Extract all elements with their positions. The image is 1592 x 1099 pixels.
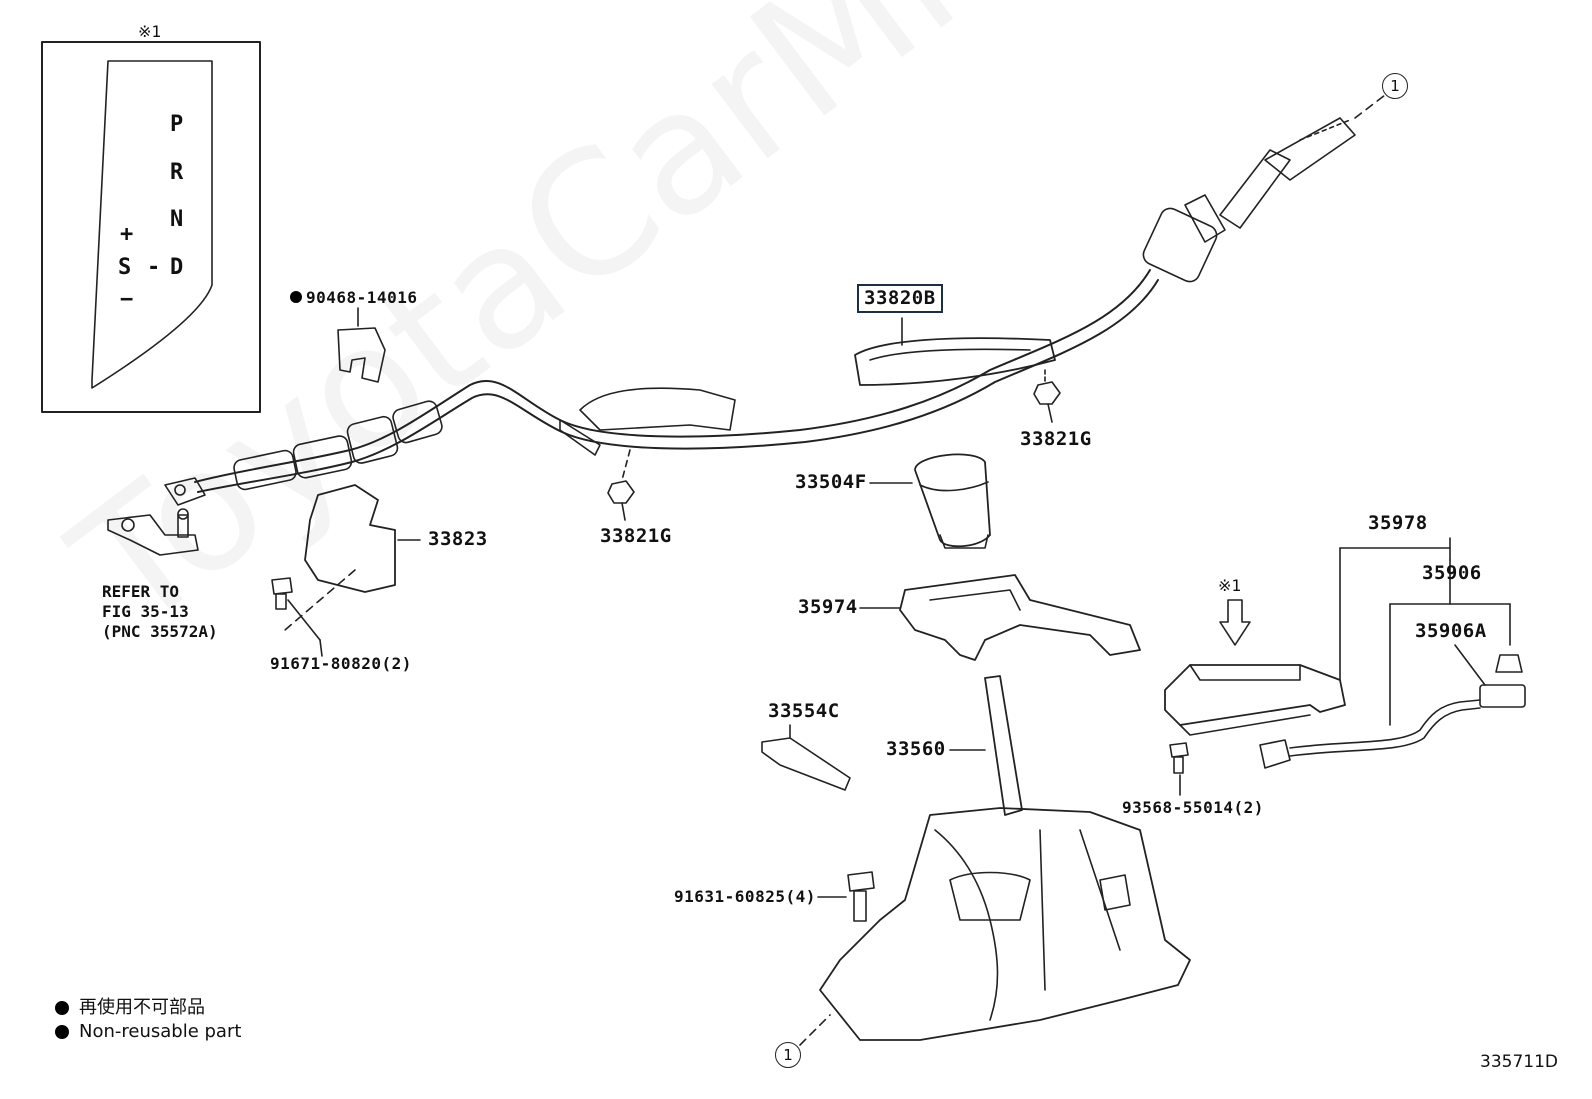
label-91671-80820: 91671-80820(2) [270, 654, 412, 673]
gate-letter-r: R [170, 160, 184, 185]
ref-line-bottom [799, 1014, 831, 1046]
part-33554c [761, 724, 851, 791]
label-35978: 35978 [1368, 512, 1428, 534]
controller-35978 [1164, 537, 1451, 736]
gate-letter-n: N [170, 207, 184, 232]
label-33821g-top: 33821G [1020, 428, 1092, 450]
non-reusable-dot-icon [290, 290, 302, 303]
label-33820b: 33820B [857, 284, 943, 313]
inset-note-mark: ※1 [138, 22, 162, 41]
gate-letter-s: S [118, 255, 132, 280]
screw-93568 [1169, 742, 1189, 796]
label-93568-55014: 93568-55014(2) [1122, 798, 1264, 817]
shifter-assembly-33560 [819, 675, 1191, 1041]
legend-row-english: Non-reusable part [55, 1020, 241, 1044]
bezel-35974 [859, 574, 1141, 661]
label-33560: 33560 [886, 738, 946, 760]
shift-gate-plate [91, 60, 213, 389]
screw-91671 [271, 577, 323, 657]
wire-harness-35906 [1259, 559, 1526, 769]
cover-33823 [304, 484, 396, 593]
bolt-91631 [817, 871, 875, 922]
non-reusable-dot-icon [55, 1025, 69, 1039]
gate-letter-d: D [170, 255, 184, 280]
shift-knob-33504f [869, 453, 991, 549]
legend-text-english: Non-reusable part [79, 1021, 242, 1042]
gate-letter-p: P [170, 112, 184, 137]
label-35974: 35974 [798, 596, 858, 618]
legend-text-japanese: 再使用不可部品 [79, 997, 205, 1018]
note-mark-controller: ※1 [1218, 576, 1242, 595]
label-35906a: 35906A [1415, 620, 1487, 642]
clip-90468 [337, 327, 386, 383]
circle-ref-top: 1 [1382, 73, 1408, 99]
label-33554c: 33554C [768, 700, 840, 722]
circle-ref-bottom: 1 [775, 1042, 801, 1068]
non-reusable-dot-icon [55, 1001, 69, 1015]
shift-cable [164, 94, 1386, 506]
gate-plus: + [120, 222, 134, 247]
gate-minus: − [120, 287, 134, 312]
label-33504f: 33504F [795, 471, 867, 493]
label-33823: 33823 [428, 528, 488, 550]
cable-bracket [107, 508, 199, 556]
legend-row-japanese: 再使用不可部品 [55, 996, 241, 1020]
gate-dash: - [147, 255, 161, 280]
refer-to-fig-note: REFER TO FIG 35-13 (PNC 35572A) [102, 582, 218, 641]
label-90468-14016: 90468-14016 [290, 290, 417, 306]
nut-33821g-mid [607, 449, 635, 521]
figure-id: 335711D [1480, 1052, 1558, 1072]
label-33821g-mid: 33821G [600, 525, 672, 547]
legend: 再使用不可部品 Non-reusable part [55, 996, 241, 1044]
arrow-down-icon [1219, 599, 1251, 646]
label-91631-60825: 91631-60825(4) [674, 887, 816, 906]
nut-33821g-top [1033, 369, 1061, 423]
label-35906: 35906 [1422, 562, 1482, 584]
inset-frame [41, 41, 261, 413]
